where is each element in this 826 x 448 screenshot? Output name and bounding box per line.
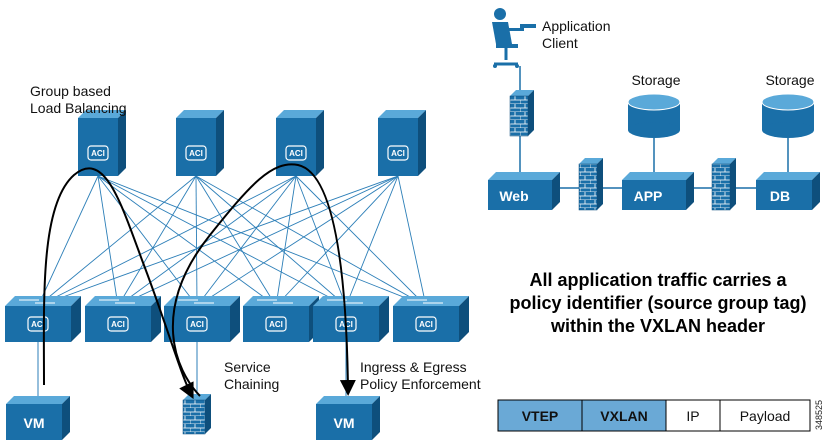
aci-chip-label: ACI <box>391 149 405 158</box>
storage-app-icon <box>627 93 681 138</box>
load-balancing-loop-arrow <box>42 167 194 400</box>
fabric-mesh-links <box>37 175 427 307</box>
app-topology: Application Client Storage <box>488 8 820 211</box>
storage-label-1: Storage <box>631 72 680 88</box>
header-field-payload: Payload <box>740 408 791 424</box>
caption-line-2: policy identifier (source group tag) <box>509 293 806 313</box>
aci-chip-icon <box>387 145 409 161</box>
policy-label-1: Ingress & Egress <box>360 359 467 375</box>
aci-chip-icon <box>87 145 109 161</box>
fabric-link <box>37 175 197 307</box>
group-lb-label-1: Group based <box>30 83 111 99</box>
fabric-link <box>397 175 427 307</box>
aci-chip-icon <box>27 316 49 332</box>
aci-chip-icon <box>186 316 208 332</box>
header-field-ip: IP <box>686 408 699 424</box>
vm-right-label: VM <box>334 415 355 431</box>
fabric-link <box>275 175 297 307</box>
aci-chip-icon <box>265 316 287 332</box>
leaf-switch: ACI <box>5 296 81 342</box>
caption-line-1: All application traffic carries a <box>529 270 787 290</box>
header-field-vtep: VTEP <box>522 408 559 424</box>
web-app-firewall <box>578 158 603 211</box>
group-lb-label-2: Load Balancing <box>30 100 127 116</box>
aci-chip-label: ACI <box>91 149 105 158</box>
service-firewall <box>182 394 211 435</box>
fabric-link <box>97 175 427 307</box>
aci-chip-label: ACI <box>190 320 204 329</box>
fabric-link <box>117 175 399 307</box>
db-label: DB <box>770 188 790 204</box>
figure-id: 348525 <box>814 400 824 430</box>
fabric-link <box>295 175 347 307</box>
caption-line-3: within the VXLAN header <box>550 316 765 336</box>
aci-chip-label: ACI <box>289 149 303 158</box>
fabric-link <box>196 175 399 307</box>
policy-label-2: Policy Enforcement <box>360 376 481 392</box>
leaf-switch: ACI <box>85 296 161 342</box>
spine-switches: ACI ACI ACI ACI <box>78 110 426 176</box>
fabric-link <box>37 175 99 307</box>
storage-label-2: Storage <box>765 72 814 88</box>
application-client-icon <box>492 8 536 68</box>
aci-chip-icon <box>415 316 437 332</box>
fabric-link <box>295 175 427 307</box>
app-db-firewall <box>711 158 736 211</box>
fabric-link <box>117 175 297 307</box>
service-chain-loop <box>171 163 356 397</box>
fabric-link <box>117 175 197 307</box>
aci-chip-icon <box>185 145 207 161</box>
fabric-link <box>195 175 277 307</box>
fabric-link <box>195 175 198 307</box>
db-tier-box: DB <box>756 172 820 210</box>
vm-right: VM <box>316 396 380 440</box>
fabric-link <box>97 175 347 307</box>
fabric-link <box>195 175 347 307</box>
aci-chip-icon <box>285 145 307 161</box>
header-field-vxlan: VXLAN <box>600 408 647 424</box>
vm-left-label: VM <box>24 415 45 431</box>
aci-chip-label: ACI <box>269 320 283 329</box>
traffic-flow-arrows <box>42 163 356 400</box>
spine-switch: ACI <box>78 110 126 176</box>
fabric-link <box>37 175 297 307</box>
storage-db-icon <box>761 93 815 138</box>
fabric-link <box>196 175 297 307</box>
fabric-link <box>345 175 399 307</box>
spine-switch: ACI <box>378 110 426 176</box>
service-label-1: Service <box>224 359 271 375</box>
app-label: APP <box>634 188 663 204</box>
leaf-switch: ACI <box>313 296 389 342</box>
app-tier-box: APP <box>622 172 694 210</box>
fabric-link <box>195 175 427 307</box>
leaf-switch: ACI <box>243 296 319 342</box>
fabric-link <box>97 175 277 307</box>
aci-chip-label: ACI <box>419 320 433 329</box>
fabric-link <box>37 175 399 307</box>
aci-chip-label: ACI <box>31 320 45 329</box>
endpoint-links <box>37 340 347 398</box>
aci-chip-icon <box>107 316 129 332</box>
client-label-1: Application <box>542 18 611 34</box>
client-firewall <box>509 90 534 137</box>
web-tier-box: Web <box>488 172 560 210</box>
leaf-switch: ACI <box>164 296 240 342</box>
vxlan-header-bar: VTEP VXLAN IP Payload <box>497 399 811 432</box>
spine-switch: ACI <box>176 110 224 176</box>
fabric-link <box>97 175 119 307</box>
leaf-switches: ACI ACI ACI ACI ACI ACI <box>5 296 469 342</box>
web-label: Web <box>499 188 528 204</box>
client-label-2: Client <box>542 35 578 51</box>
aci-chip-label: ACI <box>111 320 125 329</box>
leaf-switch: ACI <box>393 296 469 342</box>
aci-chip-label: ACI <box>189 149 203 158</box>
service-label-2: Chaining <box>224 376 279 392</box>
vm-left: VM <box>6 396 70 440</box>
spine-switch: ACI <box>276 110 324 176</box>
